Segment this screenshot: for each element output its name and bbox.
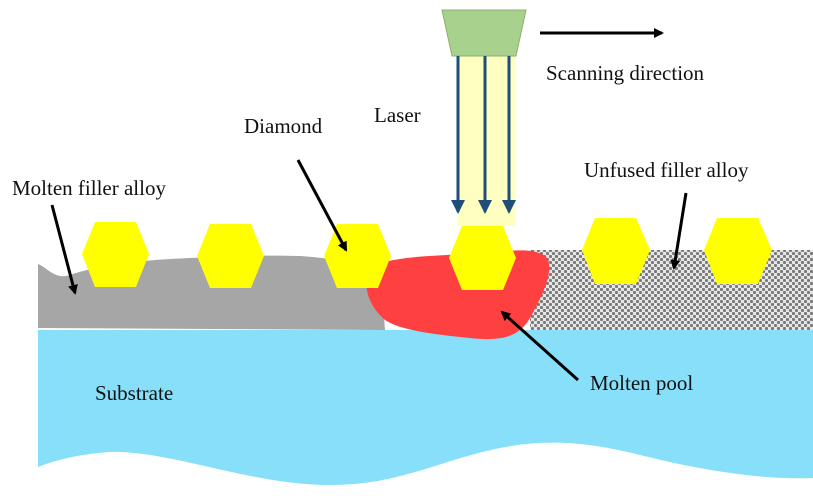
molten-pool-label: Molten pool xyxy=(590,371,693,395)
diamond-particle xyxy=(82,222,149,287)
laser-label: Laser xyxy=(374,103,421,127)
molten-filler-pointer-arrow xyxy=(50,204,78,295)
diamond-particle xyxy=(324,224,391,288)
diamond-particle xyxy=(197,224,264,288)
laser-head xyxy=(441,9,527,57)
diamond-pointer-arrow xyxy=(296,159,348,252)
substrate xyxy=(38,330,813,485)
substrate-label: Substrate xyxy=(95,381,173,405)
diamond-particle xyxy=(449,226,516,290)
unfused-filler-pointer-arrow xyxy=(670,192,688,270)
diamond-particle xyxy=(582,218,650,284)
molten-filler-alloy-label: Molten filler alloy xyxy=(12,176,166,200)
unfused-filler-alloy-layer xyxy=(530,250,813,330)
molten-pool-pointer-arrow xyxy=(500,310,580,382)
unfused-filler-alloy-label: Unfused filler alloy xyxy=(584,158,749,182)
diamond-label: Diamond xyxy=(244,114,323,138)
laser-beam xyxy=(458,56,516,226)
scanning-direction-label: Scanning direction xyxy=(546,61,705,85)
diamond-particle xyxy=(704,218,772,284)
